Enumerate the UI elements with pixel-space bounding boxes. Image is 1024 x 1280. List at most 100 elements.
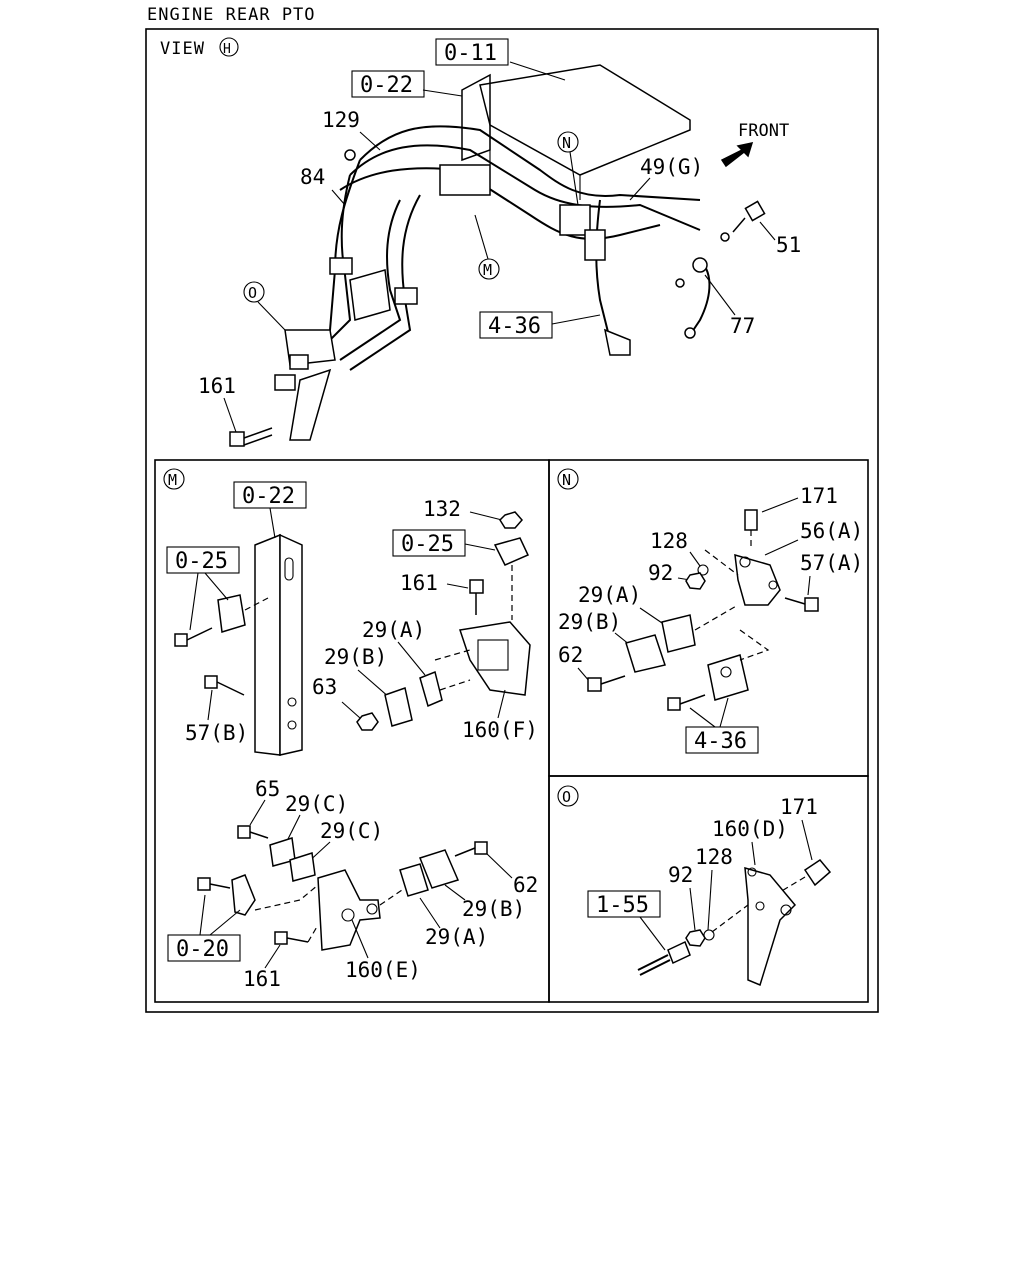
m-bracket-160e-eye [366, 903, 378, 915]
leader-161-main [223, 397, 237, 433]
m-callout-57b: 57(B) [185, 721, 248, 745]
view-label: VIEW [160, 39, 205, 59]
o-nut-92 [685, 929, 706, 947]
n-callout-57a: 57(A) [800, 551, 863, 575]
o-ref-1-55-label: 1-55 [596, 893, 649, 918]
n-bolt-62-shank [600, 675, 626, 685]
m-ref-0-25-left [166, 546, 240, 574]
callout-77: 77 [730, 314, 755, 338]
ref-box-0-22 [351, 70, 425, 98]
detail-ref-n-circle [557, 131, 579, 153]
ref-box-4-36 [479, 311, 553, 339]
leader-4-36 [551, 314, 601, 325]
detail-o: O 171 160(D) 128 92 1-55 [557, 785, 832, 987]
pipe-6 [339, 199, 402, 361]
front-arrow-icon [720, 141, 754, 168]
leader-84 [331, 189, 346, 206]
diagram-title: ENGINE REAR PTO [147, 5, 316, 25]
o-callout-92: 92 [668, 863, 693, 887]
m-leader-160e [351, 919, 369, 959]
m-dash-left [244, 597, 269, 611]
m-bracket-hole-2 [287, 720, 297, 730]
o-dash-171 [779, 876, 806, 893]
m-dash-160f [434, 649, 471, 691]
m-bolt-57b-shank [216, 681, 245, 696]
m-ref-0-25-right-label: 0-25 [401, 532, 454, 557]
ref-box-0-11 [435, 38, 509, 66]
m-leader-161-lower [264, 944, 281, 969]
bolt-51-shank [732, 217, 746, 233]
n-nut-92 [685, 572, 706, 590]
o-pipe-fitting [667, 940, 691, 965]
m-leader-57b [207, 689, 213, 721]
detail-ref-o-circle [243, 281, 265, 303]
n-bolt-block-head [667, 697, 681, 711]
fitting-a [274, 374, 296, 391]
detail-m-marker: M [168, 471, 177, 489]
o-callout-160d: 160(D) [712, 817, 788, 841]
m-leader-0-25-right [464, 543, 496, 551]
n-fitting-171 [744, 509, 758, 531]
bolt-161-head [229, 431, 245, 447]
ref-box-4-36-label: 4-36 [488, 314, 541, 339]
n-callout-92: 92 [648, 561, 673, 585]
m-bracket-face [254, 533, 281, 756]
m-bolt-0-20-head [197, 877, 211, 891]
m-block-right [493, 537, 530, 566]
n-bracket-hole-side [768, 580, 778, 590]
tee-fitting [584, 229, 606, 261]
m-callout-63: 63 [312, 675, 337, 699]
n-ref-4-36-label: 4-36 [694, 729, 747, 754]
m-dash-0-20 [254, 884, 319, 911]
leader-49g [629, 177, 651, 201]
n-leader-4-36 [689, 697, 729, 728]
o-leader-128 [707, 869, 713, 931]
m-leader-29b-lower [444, 884, 466, 901]
n-block-4-36 [707, 654, 749, 701]
m-bracket-160e-hole [341, 908, 355, 922]
pipe-5 [319, 174, 352, 351]
n-ring-128 [697, 564, 709, 576]
m-clip-29b [384, 687, 413, 727]
m-callout-160f: 160(F) [462, 718, 538, 742]
m-leader-29a-lower [419, 897, 441, 929]
m-leader-132 [469, 511, 503, 521]
leader-51 [759, 221, 776, 241]
m-bracket-160f [459, 621, 531, 696]
o-leader-160d [751, 841, 756, 866]
n-leader-56a [764, 539, 799, 556]
detail-n-marker: N [562, 471, 571, 489]
o-fitting-171 [803, 859, 832, 887]
detail-ref-o: O [248, 284, 257, 302]
o-ref-1-55 [587, 890, 661, 918]
m-leader-62 [484, 851, 513, 879]
callout-84: 84 [300, 165, 325, 189]
n-leader-171 [761, 497, 799, 513]
pipe-clip-1 [329, 257, 353, 275]
n-callout-29b: 29(B) [558, 610, 621, 634]
leader-129 [359, 131, 381, 151]
o-pipe-1-55 [637, 954, 671, 976]
m-bolt-161-lower-shank [286, 937, 309, 943]
n-clip-29b [625, 634, 666, 673]
m-bolt-65-shank [249, 831, 269, 839]
m-clip-29c-2 [289, 852, 316, 882]
leader-ref-m [474, 214, 489, 260]
o-dash-nut [711, 904, 749, 933]
m-callout-29a-lower: 29(A) [425, 925, 488, 949]
leader-0-11 [509, 61, 566, 81]
m-clip-29a-lower [399, 863, 429, 897]
detail-o-marker-circle [557, 785, 579, 807]
pipe-8 [595, 199, 611, 341]
m-bracket-0-20 [231, 874, 256, 916]
o-bracket-hole-mid [755, 901, 765, 911]
m-nut-132 [499, 511, 523, 529]
n-callout-171: 171 [800, 484, 838, 508]
nut-top [344, 149, 356, 161]
m-clip-29a [419, 670, 443, 708]
detail-n-marker-circle [557, 468, 579, 490]
m-bolt-left-shank [186, 627, 213, 641]
bolt-51-head [744, 200, 766, 222]
callout-161-main: 161 [198, 374, 236, 398]
o-bracket-hole-top [747, 867, 757, 877]
